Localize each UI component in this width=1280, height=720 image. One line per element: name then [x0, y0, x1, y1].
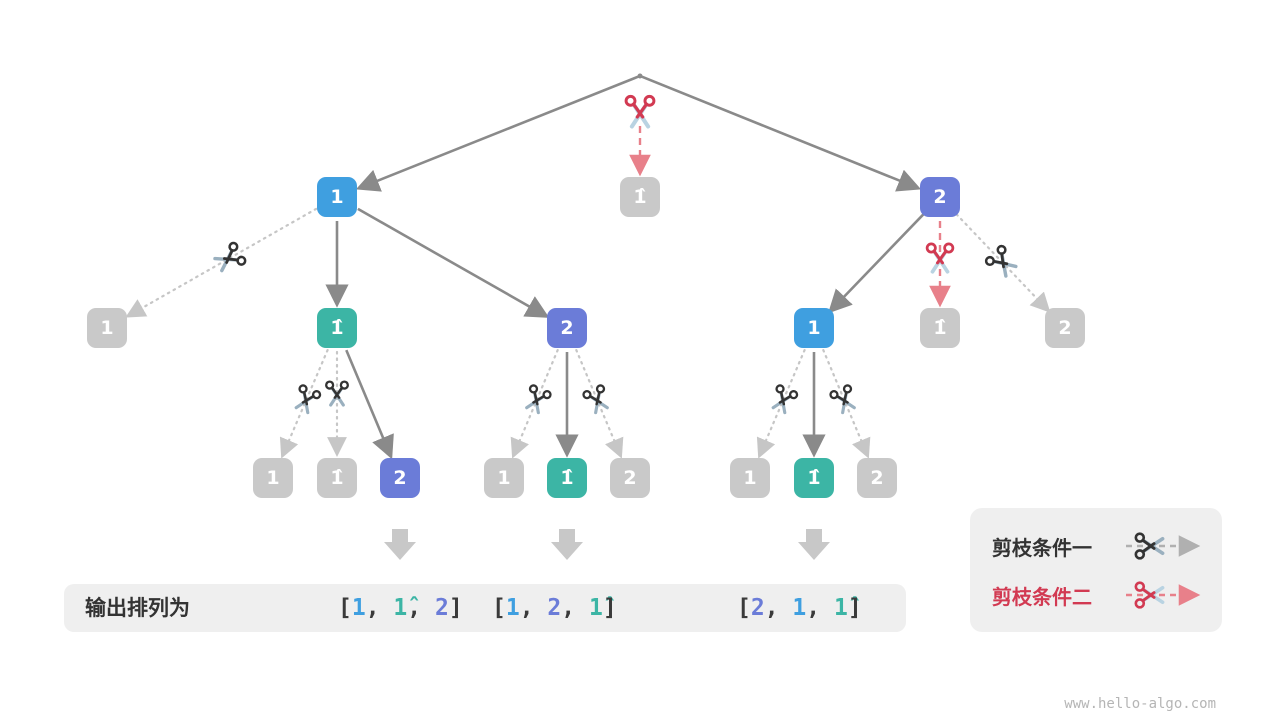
scissors-icon-black — [827, 382, 861, 416]
down-arrow-icon — [384, 529, 416, 560]
tree-edge-root-r2 — [641, 75, 922, 192]
tree-node-e1: 1 — [730, 458, 770, 498]
scissors-icon-red — [626, 96, 654, 126]
output-label: 输出排列为 — [85, 596, 190, 620]
tree-edge-root-r1 — [355, 75, 639, 192]
scissors-icon-black — [210, 239, 249, 277]
permutation-element: 1 — [505, 595, 520, 621]
tree-node-d2: 2 — [610, 458, 650, 498]
tree-edge-r1-a1 — [125, 207, 318, 318]
legend-row-prune-condition-2: 剪枝条件二 — [992, 578, 1208, 612]
tree-node-c1h: 1̂ — [317, 458, 357, 498]
tree-edge-b1-e2 — [822, 349, 871, 459]
scissors-icon-black — [290, 382, 323, 416]
permutation-3: [2, 1, 1̂] — [737, 595, 862, 621]
tree-edge-a2-d1 — [510, 349, 559, 459]
permutation-element: 1̂ — [588, 595, 603, 621]
permutation-element: 2 — [547, 595, 562, 621]
scissors-icon-black — [520, 382, 554, 416]
scissors-icon-black — [982, 242, 1022, 282]
output-box — [64, 584, 906, 632]
tree-node-a1h: 1̂ — [317, 308, 357, 348]
tree-node-c1: 1 — [253, 458, 293, 498]
permutation-element: 1 — [792, 595, 807, 621]
scissors-icon-black — [767, 382, 800, 416]
legend-box — [970, 508, 1222, 632]
tree-edge-a1h-c2 — [345, 349, 394, 460]
tree-edges — [125, 75, 1051, 460]
prune-condition-1-scissors-icon — [1126, 531, 1201, 561]
tree-node-a1: 1 — [87, 308, 127, 348]
watermark: www.hello-algo.com — [1064, 696, 1216, 712]
permutation-element: 2 — [750, 595, 765, 621]
permutation-element: 1̂ — [393, 595, 408, 621]
permutation-element: 1 — [351, 595, 366, 621]
tree-node-r1: 1 — [317, 177, 357, 217]
tree-node-b2: 2 — [1045, 308, 1085, 348]
down-arrow-icon — [551, 529, 583, 560]
prune-condition-2-scissors-icon — [1126, 580, 1201, 610]
scissors-icon-black — [580, 382, 614, 416]
tree-edge-r1-a2 — [357, 207, 550, 318]
tree-edge-a2-d2 — [575, 349, 624, 459]
tree-node-c2: 2 — [380, 458, 420, 498]
result-down-arrows — [384, 529, 830, 560]
tree-node-d1: 1 — [484, 458, 524, 498]
tree-node-r2: 2 — [920, 177, 960, 217]
down-arrow-icon — [798, 529, 830, 560]
permutation-element: 1̂ — [833, 595, 848, 621]
tree-node-e1h: 1̂ — [794, 458, 834, 498]
legend-row-prune-condition-1: 剪枝条件一 — [992, 529, 1208, 563]
permutation-2: [1, 2, 1̂] — [492, 595, 617, 621]
legend-label-prune-condition-2: 剪枝条件二 — [992, 584, 1092, 609]
scissors-icons — [210, 96, 1022, 416]
tree-node-b1h: 1̂ — [920, 308, 960, 348]
legend-label-prune-condition-1: 剪枝条件一 — [992, 535, 1092, 560]
tree-node-r1h: 1̂ — [620, 177, 660, 217]
tree-edge-r2-b1 — [828, 213, 925, 314]
tree-edge-b1-e1 — [756, 349, 806, 459]
tree-node-a2: 2 — [547, 308, 587, 348]
permutation-1: [1, 1̂, 2] — [338, 595, 463, 621]
tree-node-e2: 2 — [857, 458, 897, 498]
tree-root-vertex — [637, 73, 643, 79]
permutation-element: 2 — [434, 595, 449, 621]
tree-node-d1h: 1̂ — [547, 458, 587, 498]
tree-edge-a1h-c1 — [279, 349, 329, 459]
tree-node-b1: 1 — [794, 308, 834, 348]
